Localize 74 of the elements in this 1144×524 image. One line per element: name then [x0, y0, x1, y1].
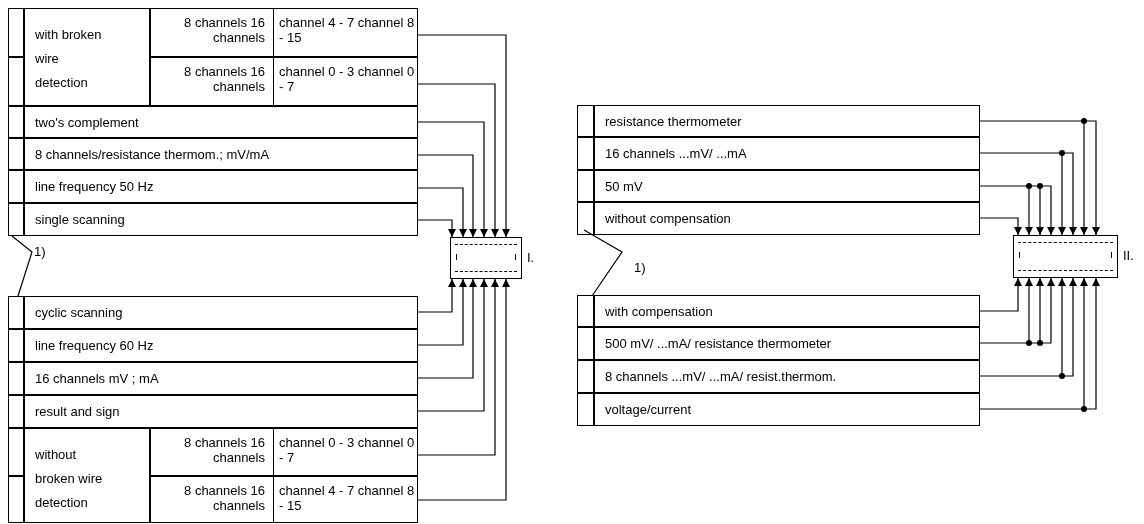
setting-text: two's complement [35, 115, 139, 130]
table-row [594, 393, 980, 426]
table-row [24, 8, 150, 106]
arrow [979, 217, 1022, 236]
setting-text: line frequency 60 Hz [35, 338, 154, 353]
setting-text: voltage/current [605, 402, 691, 417]
footnote-mark: 1) [34, 244, 46, 259]
table-row [24, 203, 418, 236]
switch-label: I. [527, 250, 535, 265]
setting-text: with broken wire detection [35, 26, 103, 92]
channel-count-text: 8 channels 16 channels [183, 15, 265, 45]
dip-switch-block [450, 237, 522, 279]
table-row [24, 362, 418, 395]
setting-text: 16 channels ...mV/ ...mA [605, 146, 747, 161]
arrow [979, 277, 1022, 312]
table-row [594, 327, 980, 360]
table-row [24, 395, 418, 428]
table-row [24, 138, 418, 170]
arrow [417, 278, 488, 412]
table-row [24, 106, 418, 138]
arrow [417, 34, 510, 238]
setting-text: line frequency 50 Hz [35, 179, 154, 194]
setting-text: 500 mV/ ...mA/ resistance thermometer [605, 336, 832, 351]
channel-count-text: 8 channels 16 channels [183, 435, 265, 465]
arrow [417, 278, 477, 379]
arrow [417, 187, 467, 238]
channel-range-text: channel 0 - 3 channel 0 - 7 [279, 64, 415, 94]
table-row [150, 428, 418, 476]
channel-count-text: 8 channels 16 channels [183, 64, 265, 94]
channel-range-text: channel 4 - 7 channel 8 - 15 [279, 15, 415, 45]
arrow [979, 118, 1100, 236]
switch-label: II. [1123, 248, 1134, 263]
table-row [150, 8, 418, 57]
arrow [417, 278, 456, 313]
arrow [417, 219, 456, 238]
channel-range-text: channel 4 - 7 channel 8 - 15 [279, 483, 415, 513]
arrow [417, 278, 467, 346]
table-row [594, 360, 980, 393]
table-row [594, 295, 980, 327]
table-row [594, 202, 980, 235]
setting-text: single scanning [35, 212, 125, 227]
footnote-mark: 1) [634, 260, 646, 275]
table-row [24, 296, 418, 329]
setting-text: 8 channels ...mV/ ...mA/ resist.thermom. [605, 369, 837, 384]
table-row [24, 329, 418, 362]
arrow [417, 83, 499, 238]
arrow [417, 154, 477, 238]
setting-text: with compensation [605, 304, 713, 319]
arrow [979, 150, 1077, 236]
arrow [417, 278, 499, 456]
table-row [594, 170, 980, 202]
table-row [594, 137, 980, 170]
setting-text: without broken wire detection [35, 446, 104, 512]
arrow [979, 183, 1055, 236]
setting-text: 50 mV [605, 179, 643, 194]
setting-text: cyclic scanning [35, 305, 123, 320]
table-row [24, 428, 150, 523]
arrow [979, 277, 1055, 346]
arrow [979, 277, 1077, 379]
setting-text: resistance thermometer [605, 114, 742, 129]
table-row [24, 170, 418, 203]
arrow [417, 278, 510, 501]
table-row [594, 105, 980, 137]
setting-text: 8 channels/resistance thermom.; mV/mA [35, 147, 270, 162]
channel-range-text: channel 0 - 3 channel 0 - 7 [279, 435, 415, 465]
dip-switch-block [1013, 235, 1118, 278]
table-row [150, 476, 418, 523]
setting-text: without compensation [605, 211, 731, 226]
channel-count-text: 8 channels 16 channels [183, 483, 265, 513]
setting-text: 16 channels mV ; mA [35, 371, 159, 386]
arrow [417, 121, 488, 238]
table-row [150, 57, 418, 106]
setting-text: result and sign [35, 404, 120, 419]
arrow [979, 277, 1100, 412]
